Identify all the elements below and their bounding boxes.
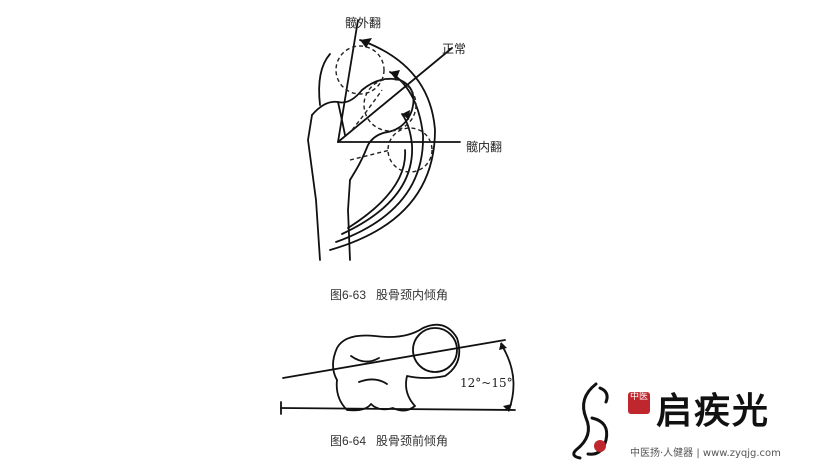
label-angle: 12°~15° (460, 376, 513, 390)
caption-figure-6-64: 图6-64 股骨颈前倾角 (330, 432, 458, 449)
caption-number: 图6-63 (330, 288, 367, 302)
neck-axis-line (282, 339, 506, 379)
arrow-head-icon (360, 38, 372, 48)
arrow-head-icon (499, 342, 507, 350)
arrow-head-icon (503, 404, 512, 412)
femur-inclination-diagram (307, 19, 461, 261)
watermark-separator: | (693, 448, 703, 459)
femur-top-view-outline (332, 323, 461, 412)
axis-line-normal (337, 47, 453, 143)
angle-arc (500, 343, 515, 411)
label-coxa-vara: 髋内翻 (466, 140, 503, 154)
axis-line-valga (337, 19, 359, 143)
arrow-head-icon (390, 70, 400, 80)
watermark-url: www.zyqjg.com (702, 448, 781, 459)
watermark-brand: 启疾光 (656, 390, 771, 432)
watermark-logo-icon (572, 382, 609, 460)
condylar-reference-line (280, 407, 516, 411)
caption-text: 股骨颈内倾角 (376, 288, 449, 302)
watermark-seal: 中医 (628, 392, 650, 414)
femur-anteversion-diagram (280, 323, 516, 415)
label-normal: 正常 (442, 42, 467, 56)
arrow-head-icon (402, 110, 410, 120)
caption-text: 股骨颈前倾角 (376, 434, 449, 448)
caption-number: 图6-64 (330, 434, 367, 448)
caption-figure-6-63: 图6-63 股骨颈内倾角 (330, 286, 458, 303)
watermark-tagline: 中医扬·人健器 (630, 448, 694, 459)
watermark-tagline-url: 中医扬·人健器 | www.zyqjg.com (630, 444, 781, 459)
femur-shaft-outline (307, 114, 321, 261)
label-coxa-valga: 髋外翻 (345, 16, 382, 30)
